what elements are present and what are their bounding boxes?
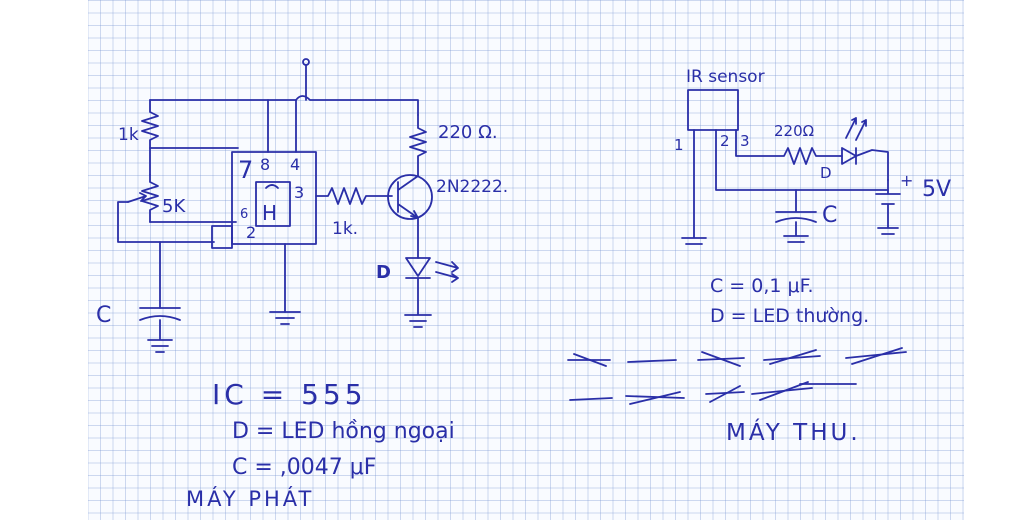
ground-symbol-capacitor xyxy=(147,319,173,353)
wire-pin2-loop xyxy=(117,201,215,243)
scribble-strokes xyxy=(573,347,903,405)
note-capacitor: C = ,0047 μF xyxy=(232,455,376,480)
resistor-220-rx xyxy=(735,129,843,165)
label-diode-rx: D xyxy=(820,164,832,182)
ic-notch xyxy=(211,225,233,249)
potentiometer-5k xyxy=(141,174,159,223)
scribble-row-2 xyxy=(569,383,857,401)
note-capacitor-rx: C = 0,1 μF. xyxy=(710,275,814,297)
receiver-circuit xyxy=(681,89,901,245)
label-r-collector: 220 Ω. xyxy=(438,122,498,143)
label-capacitor-rx: C xyxy=(822,203,837,228)
label-diode-d: D xyxy=(376,262,391,283)
label-5v: 5V xyxy=(922,177,951,202)
label-ir-sensor: IR sensor xyxy=(686,67,765,87)
ic-inner-block xyxy=(255,181,291,227)
scribble-row-1 xyxy=(567,351,907,363)
label-pin1: 1 xyxy=(674,136,684,154)
resistor-1k xyxy=(141,99,159,176)
note-diode-rx: D = LED thường. xyxy=(710,305,869,327)
label-ic-mark: H xyxy=(262,201,277,225)
label-plus: + xyxy=(900,171,913,190)
resistor-220 xyxy=(409,114,427,177)
note-ic: IC = 555 xyxy=(212,378,367,411)
ground-symbol-led xyxy=(404,277,432,328)
label-pin6: 6 xyxy=(240,207,248,222)
ic-inner-mark xyxy=(265,184,279,189)
led-rx-arrows xyxy=(845,117,867,141)
sensor-pin2-wire xyxy=(715,129,889,191)
transmitter-circuit xyxy=(117,58,459,353)
capacitor-c-rx xyxy=(775,189,817,243)
pot-wiper xyxy=(127,192,147,203)
label-r-220-rx: 220Ω xyxy=(774,122,814,140)
ground-symbol-ic xyxy=(269,311,301,325)
paper-margin-right xyxy=(964,0,1024,520)
sensor-pin1-ground xyxy=(681,129,707,245)
label-pin2: 2 xyxy=(246,223,256,242)
title-transmitter: MÁY PHÁT xyxy=(186,486,314,511)
led-emission-arrows xyxy=(435,261,459,283)
label-capacitor-c: C xyxy=(96,303,111,328)
note-diode: D = LED hồng ngoại xyxy=(232,419,455,444)
ir-sensor-body xyxy=(687,89,739,131)
label-r-base: 1k. xyxy=(332,219,358,239)
label-pin7: 7 xyxy=(238,156,253,184)
battery-5v xyxy=(875,179,901,235)
label-r-top: 1k xyxy=(118,125,139,145)
ic-555-body xyxy=(231,151,317,245)
label-pin3: 3 xyxy=(294,183,304,202)
transistor-leads xyxy=(397,175,419,219)
label-pot: 5K xyxy=(162,196,186,217)
top-rail xyxy=(149,95,419,116)
led-d-rx xyxy=(841,147,857,165)
label-pin8: 8 xyxy=(260,155,270,174)
label-transistor: 2N2222. xyxy=(436,177,508,197)
transistor-2n2222 xyxy=(387,174,433,220)
ir-led-d xyxy=(405,257,431,279)
label-pin2: 2 xyxy=(720,132,730,150)
paper-margin-left xyxy=(0,0,88,520)
capacitor-c xyxy=(139,307,181,321)
wire-led-supply xyxy=(855,149,889,181)
label-pin4: 4 xyxy=(290,155,300,174)
label-pin3: 3 xyxy=(740,132,750,150)
title-receiver: MÁY THU. xyxy=(726,418,861,446)
resistor-base-1k xyxy=(315,187,393,205)
scribbled-out-text xyxy=(567,347,907,405)
